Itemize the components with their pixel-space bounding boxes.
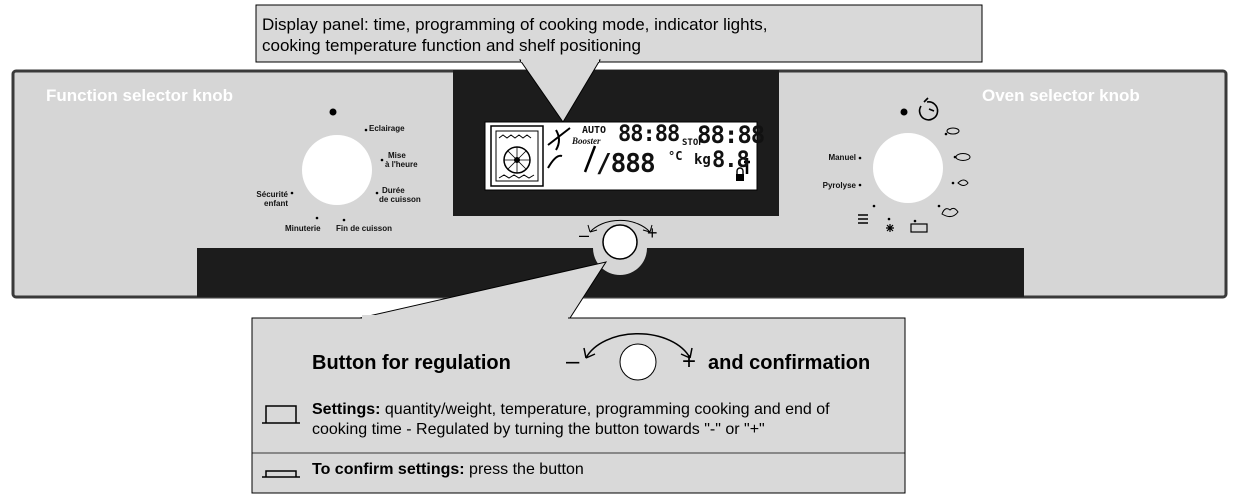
handle-slot [197, 248, 1024, 297]
oven-selector-knob [873, 133, 943, 203]
label-pyrolyse: Pyrolyse [822, 181, 856, 190]
function-selector-knob [302, 135, 372, 205]
lcd-weight: 8.8 [712, 148, 750, 173]
button-minus-sign: – [566, 348, 580, 375]
fish-icon [946, 127, 960, 135]
label-fin-de-cuisson: Fin de cuisson [336, 224, 393, 233]
settings-label: Settings: [312, 401, 381, 418]
knob-minus-sign: – [579, 225, 590, 245]
confirm-label: To confirm settings: [312, 461, 465, 478]
settings-text-line1: quantity/weight, temperature, programmin… [380, 401, 830, 418]
lcd-temperature: /888 [596, 149, 656, 179]
button-symbol-icon [619, 343, 657, 381]
lcd-stop: STOP [682, 138, 704, 148]
button-plus-sign: + [682, 348, 697, 375]
regulation-button [602, 224, 638, 260]
lock-lcd-icon [736, 174, 744, 181]
button-title-left: Button for regulation [312, 352, 511, 374]
display-callout-line1: Display panel: time, programming of cook… [262, 15, 768, 34]
oven-lcd-icon [490, 125, 544, 187]
lcd-screen [484, 121, 758, 191]
lcd-kg: kg [694, 152, 711, 168]
lcd-time-left: 88:88 [618, 122, 680, 147]
rotisserie-icon [918, 97, 939, 121]
lcd-degree: °C [668, 149, 683, 163]
label-eclairage: Eclairage [369, 124, 405, 133]
label-mise-a-l-heure: Mise à l'heure [385, 151, 418, 169]
press-button-icon [262, 470, 300, 478]
knob-plus-sign: + [647, 223, 658, 243]
poultry-icon [957, 179, 969, 186]
lcd-booster: Booster [572, 136, 601, 146]
button-callout-box [251, 317, 906, 494]
lcd-auto: AUTO [582, 125, 607, 136]
lcd-time-right: 88:88 [697, 121, 765, 149]
bottom-heat-icon [910, 223, 928, 233]
oven-selector-title: Oven selector knob [982, 86, 1140, 105]
label-securite-enfant: Sécurité enfant [256, 190, 288, 208]
display-callout-box [255, 4, 983, 63]
settings-text-line2: cooking time - Regulated by turning the … [312, 421, 765, 438]
grill-icon [955, 153, 971, 161]
function-selector-title: Function selector knob [46, 86, 234, 105]
probe-lcd-icon [547, 127, 571, 169]
settings-description: Settings: quantity/weight, temperature, … [312, 400, 902, 440]
label-minuterie: Minuterie [285, 224, 321, 233]
display-callout-line2: cooking temperature function and shelf p… [262, 36, 641, 55]
display-callout-text: Display panel: time, programming of cook… [262, 14, 982, 56]
pastry-icon [941, 207, 959, 218]
confirm-text: press the button [464, 461, 584, 478]
button-title-right: and confirmation [708, 352, 871, 374]
label-manuel: Manuel [828, 153, 856, 162]
label-duree-de-cuisson: Durée de cuisson [379, 186, 421, 204]
knob-rotation-arrow [589, 219, 651, 233]
turn-button-icon [262, 405, 300, 424]
pyrolysis-icon [858, 214, 868, 224]
confirm-description: To confirm settings: press the button [312, 460, 902, 480]
defrost-icon [886, 224, 894, 232]
